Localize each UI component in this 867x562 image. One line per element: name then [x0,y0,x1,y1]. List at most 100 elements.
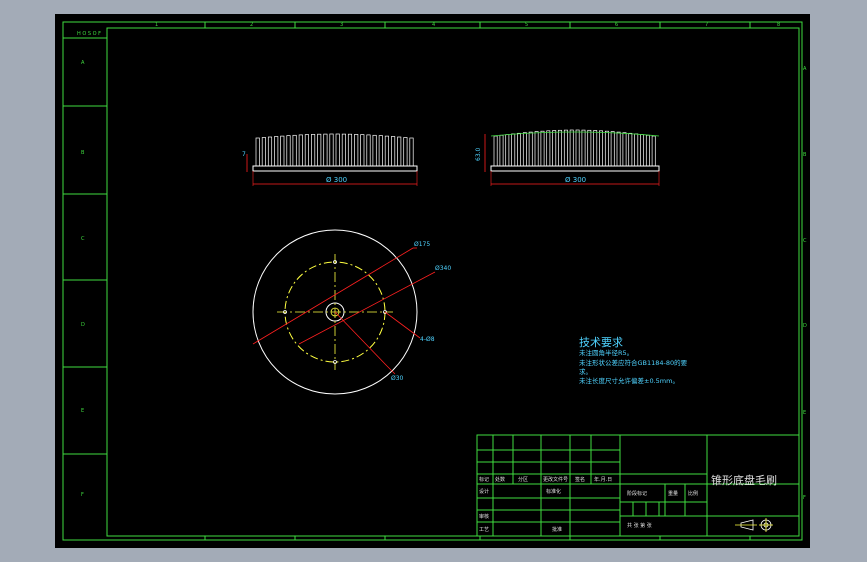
fin [274,136,279,167]
outer-border [62,21,803,541]
fin [341,133,346,167]
tb-label: 设计 [479,488,489,495]
row-label: F [81,492,84,498]
tb-label: 共 张 第 张 [627,522,652,529]
fin [378,135,383,167]
front-base-plate [252,165,418,172]
note-line: 未注长度尺寸允许偏差±0.5mm。 [579,376,679,385]
fin [528,131,533,167]
col-label: 7 [705,22,708,28]
fin [354,134,359,167]
leader-outer [252,247,414,345]
fin [587,129,592,167]
tb-label: 分区 [518,476,528,483]
zone-ticks [204,22,751,540]
fin [329,133,334,167]
fin [255,137,260,167]
fin [517,132,521,167]
fin [622,132,627,167]
fin [384,135,389,167]
tb-label: 比例 [688,490,698,497]
row-label: F [803,495,806,501]
tb-label: 审核 [479,513,489,520]
tb-label: 批准 [552,526,562,533]
front-view: Ø 300 7 [242,133,418,186]
fin [366,134,371,167]
holes-label: 4-Ø8 [420,336,435,343]
outer-diameter-label: Ø175 [414,241,430,248]
row-label: A [803,66,807,72]
inner-border [106,27,800,537]
fin [372,134,377,167]
col-label: 5 [525,22,528,28]
tb-label: 处数 [495,476,505,483]
fin [317,133,322,167]
fin [391,136,396,167]
front-diameter-label: Ø 300 [326,176,347,184]
tb-label: 签名 [575,476,585,483]
height-dim-label: 63.0 [475,147,482,161]
note-line: 未注形状公差应符合GB1184-80的要 [579,358,688,367]
tb-label: 阶段标记 [627,490,647,497]
fin [286,135,291,167]
col-label: 8 [777,22,780,28]
fin [499,134,504,167]
bolt-hole [333,360,337,364]
fin [267,136,273,167]
side-base-plate [490,165,660,172]
fin [311,134,316,167]
fin [323,133,328,167]
title-block [476,434,800,537]
tb-label: 重量 [668,490,678,497]
fin [593,130,598,167]
col-label: 6 [615,22,618,28]
hub-diameter-label: Ø30 [391,375,404,382]
tb-label: 更改文件号 [543,476,568,483]
tb-label: 工艺 [479,527,489,533]
note-line: 未注圆角半径R5。 [579,348,633,357]
bolt-hole [383,310,387,314]
tb-label: 标记 [479,476,489,483]
side-view: Ø 300 63.0 [475,129,660,186]
fin [640,134,644,167]
row-label: E [81,408,84,414]
fin [610,131,615,167]
fin [493,135,498,167]
row-label: C [803,238,807,244]
fin [505,134,510,167]
leader-hub-tail [386,365,396,375]
fin [280,135,285,167]
notes-heading: 技术要求 [579,336,623,349]
fin [540,130,545,167]
fin [581,129,586,167]
side-top-curve [490,131,660,137]
fin [569,129,574,167]
fin [575,129,580,167]
bolt-hole [283,310,287,314]
fin [558,129,562,167]
mid-diameter-label: Ø340 [435,265,451,272]
drawing-sheet: 1 2 3 4 5 6 7 8 A B C D E F A B C D E F … [55,14,810,548]
col-label: 3 [340,22,343,28]
leader-holes [384,311,421,339]
left-zone-strip [63,37,107,455]
fin [552,130,557,167]
outer-circle [252,229,418,395]
fin [360,134,365,167]
fin [522,132,527,167]
fin [599,130,603,167]
row-label: C [81,236,85,242]
projection-symbol [735,518,773,532]
fin [634,133,639,167]
row-label: A [81,60,85,66]
note-line: 求。 [579,367,592,376]
title-name: 锥形底盘毛刷 [711,473,777,487]
row-label: D [81,322,85,328]
fin [397,136,402,167]
fin [616,131,621,167]
corner-label: H O S O F [77,31,101,37]
fin [335,133,340,167]
fin [651,135,656,167]
fin [511,133,516,167]
fin [304,134,309,167]
